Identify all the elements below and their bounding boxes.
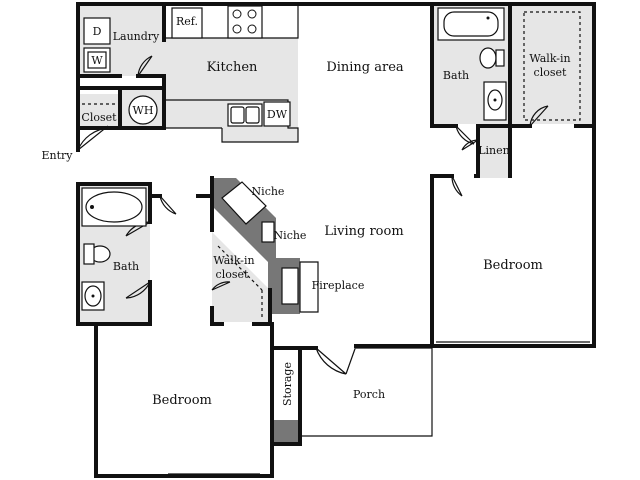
floor-shading (78, 6, 592, 324)
fireplace-label: Fireplace (312, 279, 365, 292)
stove (227, 5, 263, 39)
dryer-label: D (93, 25, 102, 38)
refrigerator (171, 7, 203, 39)
porch-door (315, 345, 357, 375)
linen-label: Linen (478, 144, 510, 157)
dryer (83, 17, 111, 45)
stove-burners (232, 9, 257, 34)
entry-door (77, 125, 109, 151)
walls (76, 2, 596, 478)
linen-floor (478, 128, 510, 178)
bedroom-left-label: Bedroom (152, 393, 212, 408)
niche-top-label: Niche (252, 185, 285, 198)
laundry-door (137, 55, 153, 77)
fixtures (81, 5, 507, 311)
dishwasher (263, 101, 291, 127)
dishwasher-label: DW (267, 108, 288, 121)
fireplace-firebox (281, 267, 299, 305)
linen-door (461, 139, 479, 151)
walkin-left-label-2: closet (216, 268, 249, 281)
door-swings (77, 55, 549, 375)
water-heater-label: WH (133, 104, 154, 117)
refrigerator-label: Ref. (176, 15, 198, 28)
bath-left-label: Bath (113, 260, 139, 273)
storage-block (272, 420, 300, 444)
bedroom-right-label: Bedroom (483, 258, 543, 273)
niche-side-recess (261, 221, 275, 243)
closet-floor (80, 94, 120, 130)
entry-label: Entry (41, 149, 73, 162)
fixtures-white (221, 181, 319, 313)
fireplace-hearth (299, 261, 319, 313)
bath-top-label: Bath (443, 69, 469, 82)
niche-side-label: Niche (274, 229, 307, 242)
dining-label: Dining area (326, 60, 404, 75)
walkin-top-door (529, 105, 549, 127)
kitchen-label: Kitchen (207, 60, 258, 75)
walkin-left-door (211, 281, 231, 291)
porch-label: Porch (353, 388, 385, 401)
thin-lines (82, 4, 590, 475)
bedroom-left-door (159, 195, 177, 215)
bedroom-right-door (451, 175, 463, 197)
walkin-top-label-1: Walk-in (529, 52, 570, 65)
walkin-top-label-2: closet (534, 66, 567, 79)
toilet-top (479, 47, 497, 69)
niche-top-recess (221, 181, 267, 225)
closet-label: Closet (81, 111, 117, 124)
washer-label: W (91, 54, 103, 67)
room-labels: D W Laundry Ref. Kitchen Dining area Bat… (41, 15, 570, 408)
bath-left-door-2 (125, 281, 151, 299)
laundry-label: Laundry (113, 30, 160, 43)
fixture-dots (90, 16, 497, 298)
storage-label: Storage (281, 362, 294, 406)
washer-inner (87, 51, 107, 69)
walkin-left-label-1: Walk-in (213, 254, 254, 267)
living-room-label: Living room (324, 224, 403, 239)
walkin-top-floor (512, 6, 592, 124)
water-heater (128, 95, 158, 125)
